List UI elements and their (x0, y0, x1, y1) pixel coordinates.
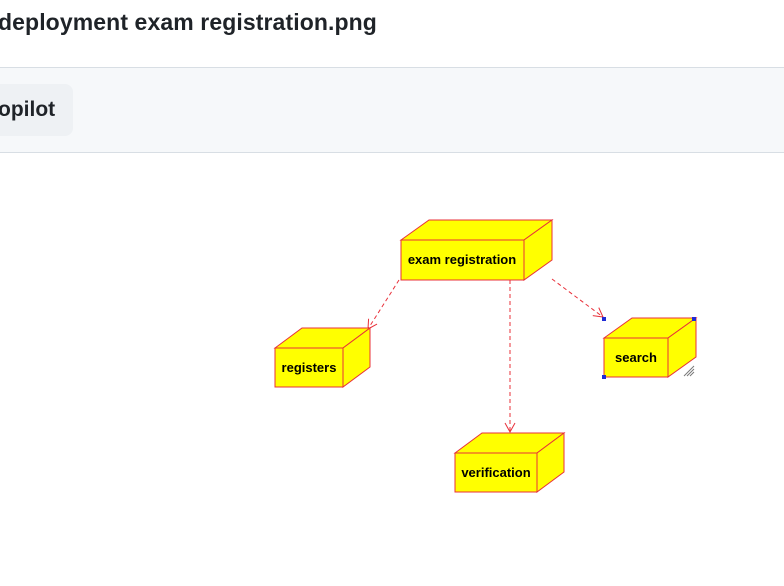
edge-exam-registration-to-registers (367, 279, 400, 330)
selection-handle[interactable] (602, 317, 606, 321)
resize-grip-icon[interactable] (683, 365, 695, 377)
node-label-verification: verification (461, 465, 530, 480)
selection-handle[interactable] (602, 375, 606, 379)
deployment-diagram: exam registration registers search (273, 219, 698, 493)
edge-exam-registration-to-search (551, 278, 604, 318)
node-registers[interactable]: registers (273, 327, 372, 388)
copilot-label: opilot (0, 98, 56, 121)
image-canvas: exam registration registers search (0, 153, 784, 586)
node-label-exam-registration: exam registration (408, 252, 516, 267)
node-label-search: search (615, 350, 657, 365)
selection-handle[interactable] (692, 317, 696, 321)
title-bar: deployment exam registration.png (0, 0, 784, 68)
node-label-registers: registers (282, 360, 337, 375)
file-title: deployment exam registration.png (0, 9, 377, 35)
node-verification[interactable]: verification (453, 432, 566, 493)
toolbar: opilot (0, 68, 784, 153)
copilot-button[interactable]: opilot (0, 84, 73, 136)
node-search[interactable]: search (602, 317, 698, 379)
node-exam-registration[interactable]: exam registration (399, 219, 554, 281)
edges (367, 278, 604, 434)
